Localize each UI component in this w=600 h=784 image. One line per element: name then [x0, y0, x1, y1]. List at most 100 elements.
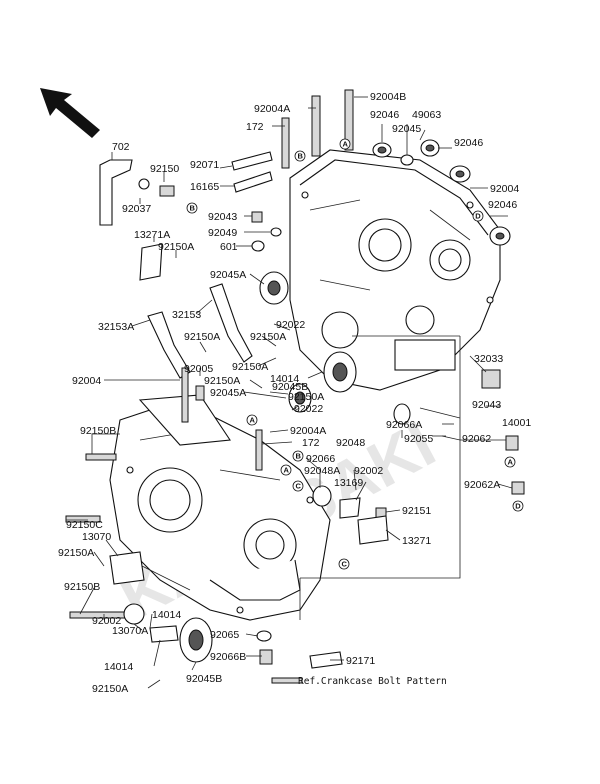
part-label: 13271A: [134, 229, 170, 241]
part-label: 92037: [122, 203, 151, 215]
part-label: 92151: [402, 505, 431, 517]
part-label: 16165: [190, 181, 219, 193]
part-label: 92150A: [204, 375, 240, 387]
part-label: 14001: [502, 417, 531, 429]
callout-label: A: [250, 416, 256, 425]
part-label: 601: [220, 241, 238, 253]
callout-label: B: [190, 204, 196, 213]
plug-92062a: [511, 481, 525, 495]
callout-label: A: [508, 458, 514, 467]
part-label: 92043: [208, 211, 237, 223]
part-label: 92048: [336, 437, 365, 449]
stud-172: [281, 117, 290, 169]
part-label: 92046: [454, 137, 483, 149]
leader-lines: [66, 96, 513, 689]
callout-label: D: [475, 212, 481, 221]
part-label: 92062: [462, 433, 491, 445]
callout-label: C: [296, 482, 302, 491]
pipe-32153a: [147, 311, 191, 379]
callout-label: B: [298, 152, 304, 161]
part-label: 92150A: [92, 683, 128, 695]
callout-label: D: [515, 502, 521, 511]
bracket-92171: [309, 651, 343, 669]
bearing-92045a-top: [259, 271, 289, 305]
callout-a-1: A: [339, 138, 351, 150]
part-labels: 92004B 92004A 172 92046 49063 92045 9204…: [58, 91, 531, 695]
part-label: 92004B: [370, 91, 406, 103]
callout-b-2: B: [186, 202, 198, 214]
bearing-92045a-mid: [288, 383, 312, 413]
stud-172-mid: [255, 429, 263, 471]
part-label: 172: [246, 121, 264, 133]
part-label: 92049: [208, 227, 237, 239]
bearing-92045b-low: [179, 617, 213, 663]
part-label: 32153A: [98, 321, 134, 333]
seal-49063: [400, 154, 414, 166]
part-label: 92150B: [64, 581, 100, 593]
part-label: 13070: [82, 531, 111, 543]
washer-92065: [256, 630, 272, 642]
clamp-92037: [138, 178, 150, 190]
union-32033: [481, 369, 501, 389]
bearing-92046-b: [449, 165, 471, 183]
callout-a-3: A: [280, 464, 292, 476]
callout-label: A: [343, 140, 349, 149]
part-label: 92004: [490, 183, 519, 195]
part-label: 92062A: [464, 479, 500, 491]
bearing-92046-a: [372, 142, 392, 158]
plate-14014: [149, 625, 179, 643]
part-label: 92071: [190, 159, 219, 171]
part-label: 92002: [92, 615, 121, 627]
part-label: 92150C: [66, 519, 103, 531]
part-label: 14014: [104, 661, 133, 673]
bracket-13271a: [139, 243, 163, 281]
stud-92004b: [344, 89, 354, 151]
bearing-92048: [393, 403, 411, 425]
callout-b-1: B: [294, 150, 306, 162]
part-label: 92022: [276, 319, 305, 331]
part-label: 92150A: [58, 547, 94, 559]
part-label: 92004A: [290, 425, 326, 437]
callout-a-4: A: [504, 456, 516, 468]
part-label: 92045: [392, 123, 421, 135]
part-label: 13169: [334, 477, 363, 489]
upper-crankcase: [289, 149, 501, 391]
part-label: 92065: [210, 629, 239, 641]
bearing-92046-c: [489, 226, 511, 246]
part-label: 92045A: [210, 269, 246, 281]
callout-a-2: A: [246, 414, 258, 426]
part-label: 32153: [172, 309, 201, 321]
part-label: 92046: [370, 109, 399, 121]
callout-d-2: D: [512, 500, 524, 512]
part-label: 92171: [346, 655, 375, 667]
bearing-92045b: [323, 351, 357, 393]
bolts-92150c: [65, 515, 101, 523]
part-label: 172: [302, 437, 320, 449]
part-label: 92045A: [210, 387, 246, 399]
oring-92049: [270, 227, 282, 237]
part-label: 14014: [152, 609, 181, 621]
part-label: 92150A: [158, 241, 194, 253]
part-label: 92150A: [250, 331, 286, 343]
part-label: 92004A: [254, 103, 290, 115]
part-label: 702: [112, 141, 130, 153]
part-label: 13070A: [112, 625, 148, 637]
callout-label: A: [284, 466, 290, 475]
callout-d-1: D: [472, 210, 484, 222]
bolt-92004: [181, 367, 189, 423]
part-label: 92066A: [386, 419, 422, 431]
part-label: 92150: [150, 163, 179, 175]
part-label: 49063: [412, 109, 441, 121]
fitting-92150: [159, 185, 175, 197]
callout-c-2: C: [338, 558, 350, 570]
front-arrow-icon: [40, 88, 100, 138]
plate-92071: [231, 151, 273, 171]
bearing-92048a: [312, 485, 332, 507]
part-label: 14014: [270, 373, 299, 385]
plug-92043: [251, 211, 263, 223]
part-label: 92002: [354, 465, 383, 477]
part-label: 32033: [474, 353, 503, 365]
plate-13271: [357, 515, 389, 545]
